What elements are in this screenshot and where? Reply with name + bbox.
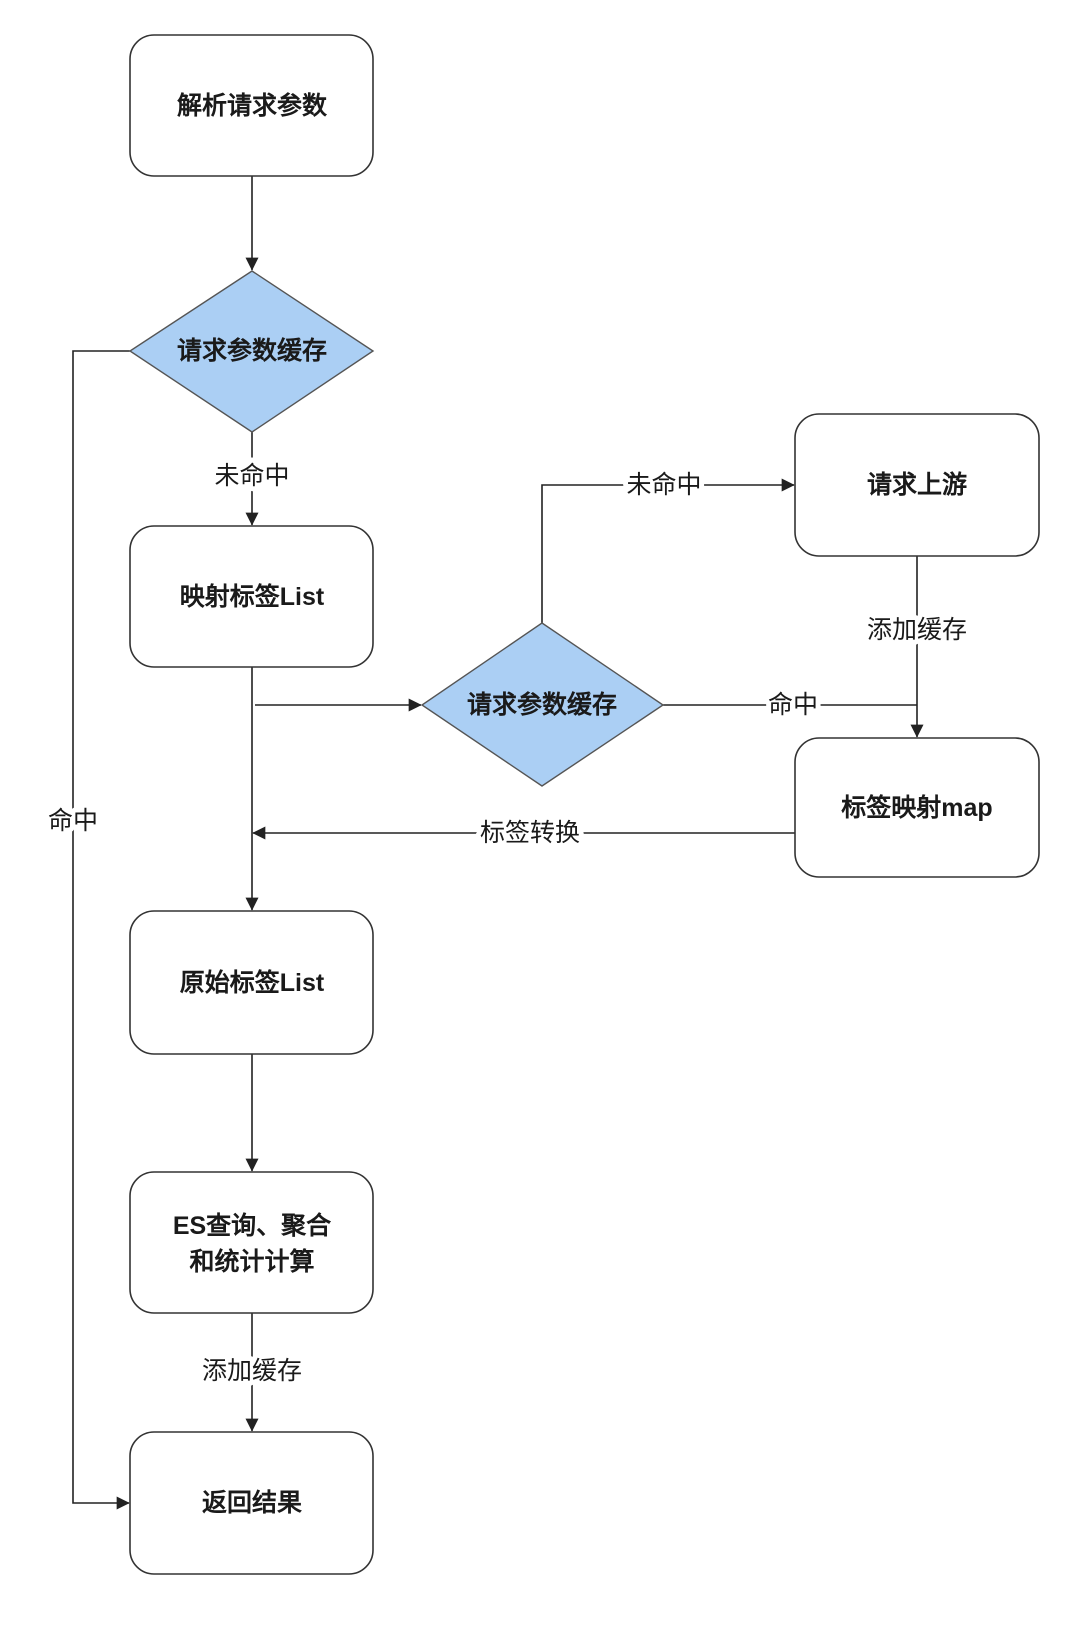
node-map-tag-list: 映射标签List: [129, 525, 374, 668]
node-box: [794, 737, 1040, 878]
node-return-result: 返回结果: [129, 1431, 374, 1575]
node-label: 标签映射map: [841, 793, 992, 822]
node-tag-mapping-map: 标签映射map: [794, 737, 1040, 878]
node-request-upstream: 请求上游: [794, 413, 1040, 557]
node-box: [129, 1431, 374, 1575]
edge-label-cache1-hit: 命中: [48, 807, 98, 835]
node-label: 请求参数缓存: [467, 690, 617, 719]
decision-diamond: [420, 622, 665, 787]
node-box: [129, 34, 374, 177]
node-label: 原始标签List: [180, 968, 325, 997]
edge-label-upstream-add-cache: 添加缓存: [867, 616, 967, 644]
node-cache-check-1: 请求参数缓存: [128, 270, 375, 433]
node-label: 解析请求参数: [177, 91, 328, 120]
node-parse-params: 解析请求参数: [129, 34, 374, 177]
node-box: [129, 910, 374, 1055]
node-label: 映射标签List: [180, 582, 325, 611]
edge-label-es-add-cache: 添加缓存: [202, 1357, 302, 1385]
node-cache-check-2: 请求参数缓存: [420, 622, 665, 787]
node-label-line1: ES查询、聚合: [173, 1211, 332, 1240]
edge-label-cache2-miss: 未命中: [626, 471, 701, 499]
node-es-query: ES查询、聚合 和统计计算: [129, 1171, 374, 1314]
edge-label-cache2-hit: 命中: [768, 691, 818, 719]
edge-cache1-hit-to-return: [72, 350, 130, 1510]
edge-labels: 未命中 命中 未命中 命中 添加缓存 标签转换 添加缓存: [43, 457, 972, 1390]
node-box: [794, 413, 1040, 557]
edges: [72, 176, 924, 1510]
node-label: 请求上游: [867, 471, 967, 499]
node-box: [129, 525, 374, 668]
node-label-line2: 和统计计算: [189, 1247, 314, 1276]
edge-label-tag-convert: 标签转换: [480, 819, 580, 847]
node-label: 返回结果: [202, 1489, 302, 1517]
node-box: [129, 1171, 374, 1314]
edge-cache2-miss-to-upstream: [541, 478, 795, 623]
edge-label-cache1-miss: 未命中: [214, 462, 289, 490]
node-label: 请求参数缓存: [177, 336, 327, 365]
decision-diamond: [128, 270, 375, 433]
node-original-tag-list: 原始标签List: [129, 910, 374, 1055]
